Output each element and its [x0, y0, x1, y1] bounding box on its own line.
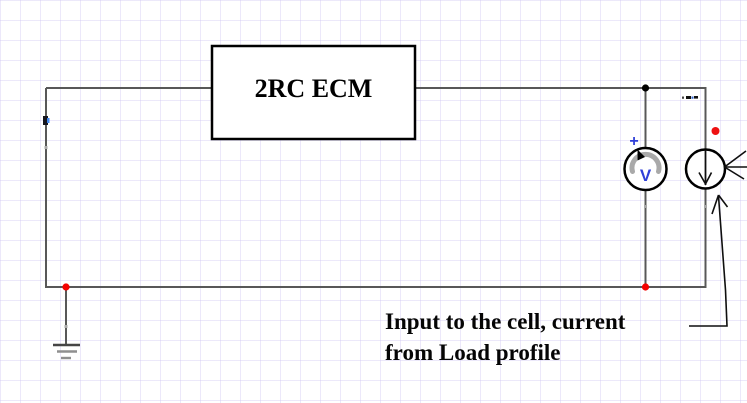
tiny-label-dash2: [694, 96, 698, 99]
ecm-block-label: 2RC ECM: [255, 74, 373, 103]
annotation-arrow-icon: [689, 194, 729, 327]
arrow-left-barb-bottom: [724, 166, 745, 180]
tiny-label-dash: [686, 96, 691, 99]
wires[interactable]: [45, 87, 707, 344]
annotation-line-1: Input to the cell, current: [385, 309, 626, 334]
annotation-arrow-line: [689, 195, 728, 327]
wire-top-right[interactable]: [415, 87, 707, 150]
port-tick: [704, 205, 707, 208]
voltmeter-plus-label: +: [629, 133, 638, 150]
port-tick: [64, 325, 68, 328]
ecm-block-body[interactable]: [210, 44, 417, 141]
ground-icon[interactable]: [53, 343, 80, 360]
tiny-wire-marker: [43, 116, 48, 125]
wire-markers: [43, 96, 707, 328]
ecm-block[interactable]: 2RC ECM: [210, 44, 417, 141]
node-dot-red-voltmeter: [641, 283, 650, 291]
node-dot-red-ground: [62, 283, 70, 291]
voltmeter-gauge-arc: [629, 151, 662, 174]
voltmeter-label: V: [640, 166, 652, 185]
wire-left-bottom[interactable]: [45, 88, 707, 288]
annotation-arrowhead-right: [717, 194, 729, 208]
voltmeter-needle-icon: [637, 149, 645, 161]
annotation-text[interactable]: Input to the cell, current from Load pro…: [385, 306, 625, 368]
arrow-left-barb-top: [724, 150, 747, 168]
arrow-left-icon: [724, 150, 747, 180]
node-dot-red-marker: [711, 127, 720, 135]
annotation-line-2: from Load profile: [385, 340, 561, 365]
current-source-arrowhead-icon: [698, 172, 713, 186]
tiny-wire-marker-blue: [47, 118, 50, 123]
junction-dot: [641, 84, 650, 92]
tiny-label-dot: [682, 96, 684, 99]
current-source-icon[interactable]: [684, 148, 727, 190]
tiny-label-blue: [691, 96, 694, 99]
annotation-arrowhead-left: [711, 194, 720, 215]
port-tick: [44, 146, 48, 149]
voltmeter-icon[interactable]: V +: [623, 133, 668, 192]
port-tick: [644, 205, 647, 208]
